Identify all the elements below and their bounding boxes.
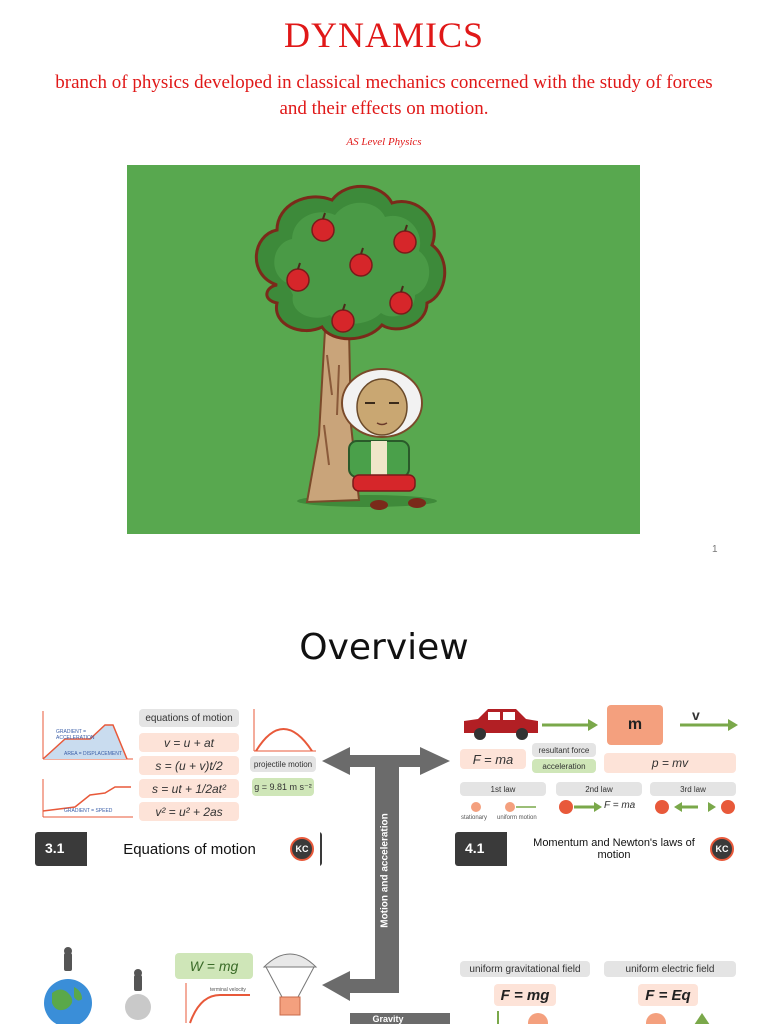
page-subtitle: branch of physics developed in classical… — [55, 72, 713, 119]
equation-1: v = u + at — [139, 733, 239, 752]
momentum-equation: p = mv — [604, 753, 736, 773]
projectile-curve — [253, 709, 316, 752]
slide-overview: Overview Motion and acceleration Gravity… — [0, 595, 768, 1024]
tree-illustration-svg — [254, 185, 447, 510]
resultant-force-label: resultant force — [532, 743, 596, 757]
fma-equation: F = ma — [460, 749, 526, 769]
second-law-label: 2nd law — [556, 782, 642, 796]
topic-4-1-number: 4.1 — [465, 840, 485, 856]
apples-group — [286, 212, 417, 333]
electric-force-equation: F = Eq — [638, 984, 698, 1006]
equations-header: equations of motion — [139, 709, 239, 727]
motion-acceleration-label: Motion and acceleration — [379, 813, 391, 928]
equation-3: s = ut + 1/2at² — [139, 779, 239, 798]
acceleration-label: acceleration — [532, 759, 596, 773]
overview-title: Overview — [299, 627, 469, 668]
uniform-electric-field-label: uniform electric field — [604, 961, 736, 977]
car-force-diagram — [464, 709, 738, 740]
uniform-gravitational-field-label: uniform gravitational field — [460, 961, 590, 977]
newton-apple-tree-illustration — [127, 165, 640, 534]
kc-badge-4-1: KC — [710, 837, 734, 861]
second-law-equation: F = ma — [604, 800, 636, 811]
graph-gradient-speed: GRADIENT = SPEED — [64, 808, 113, 814]
weight-equation: W = mg — [175, 953, 253, 979]
terminal-velocity-label: terminal velocity — [210, 987, 246, 993]
topic-4-1-label: Momentum and Newton's laws of motion — [507, 832, 741, 866]
page-title: DYNAMICS — [283, 15, 485, 55]
stationary-label: stationary — [461, 815, 488, 821]
topic-3-1-number: 3.1 — [45, 840, 65, 856]
course-label: AS Level Physics — [346, 136, 422, 148]
topic-3-1-box[interactable]: 3.1 Equations of motion — [35, 832, 322, 866]
graph-gradient-acceleration: GRADIENT = ACCELERATION — [56, 729, 95, 741]
slide-dynamics: DYNAMICS branch of physics developed in … — [55, 15, 718, 555]
gravity-value: g = 9.81 m s⁻² — [252, 778, 314, 796]
newton-laws-diagram — [471, 800, 735, 814]
kc-badge-3-1: KC — [290, 837, 314, 861]
equation-4: v² = u² + 2as — [139, 802, 239, 821]
uniform-motion-label: uniform motion — [497, 815, 537, 821]
topic-4-1-box[interactable]: 4.1 Momentum and Newton's laws of motion — [455, 832, 741, 866]
slide-divider — [0, 585, 768, 595]
gravitational-force-equation: F = mg — [494, 984, 556, 1006]
third-law-label: 3rd law — [650, 782, 736, 796]
gravity-illustration — [44, 947, 318, 1024]
equation-2: s = (u + v)t/2 — [139, 756, 239, 775]
newton-figure — [341, 368, 426, 510]
mass-box: m — [607, 705, 663, 745]
projectile-motion-label: projectile motion — [250, 756, 316, 772]
topic-3-1-label: Equations of motion — [87, 832, 320, 866]
gravity-arrow-label: Gravity — [372, 1014, 404, 1024]
field-diagrams — [497, 1011, 710, 1024]
velocity-time-graphs — [42, 711, 133, 818]
first-law-label: 1st law — [460, 782, 546, 796]
connector-arrows — [322, 747, 450, 1024]
velocity-label: v — [692, 707, 700, 723]
graph-area-displacement: AREA = DISPLACEMENT — [64, 751, 122, 757]
page-number: 1 — [712, 544, 718, 555]
